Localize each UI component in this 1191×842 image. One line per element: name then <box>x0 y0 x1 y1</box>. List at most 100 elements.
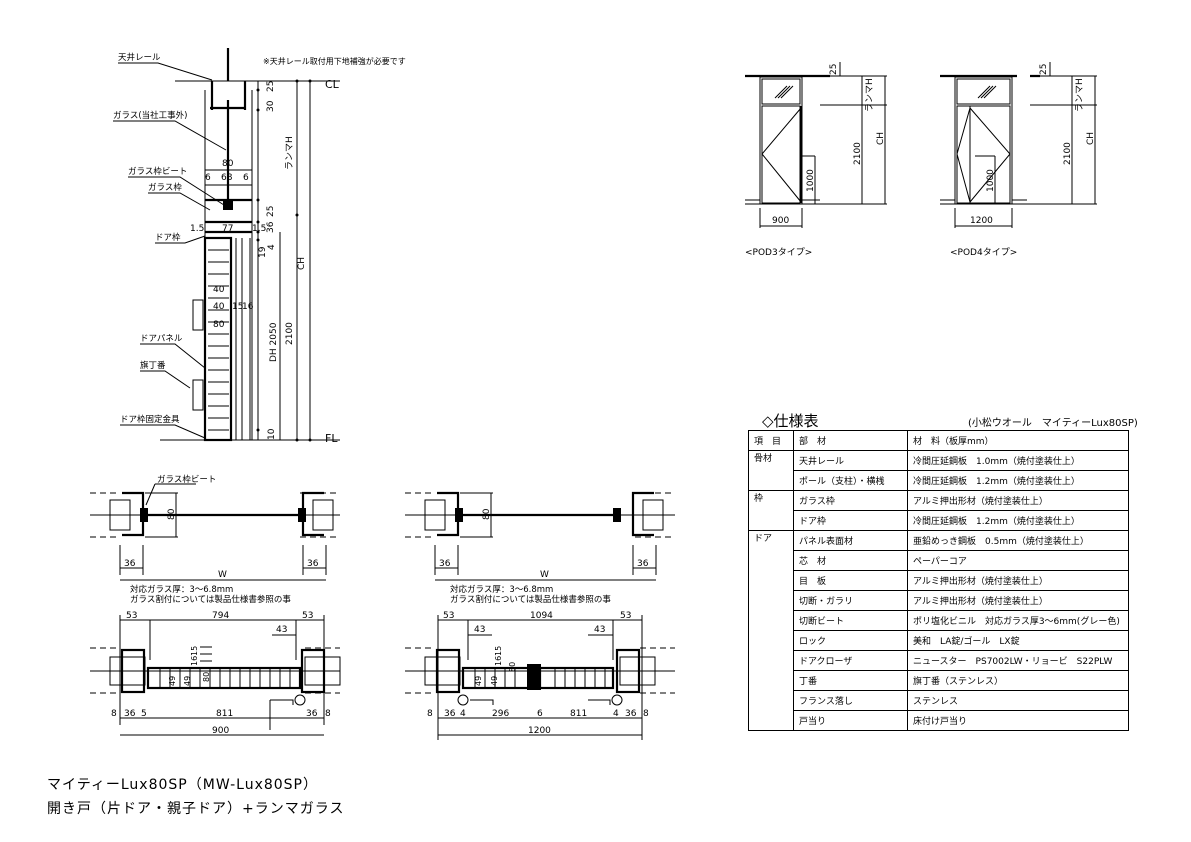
cell-material: 冷間圧延鋼板 1.2mm（焼付塗装仕上） <box>907 470 1129 491</box>
glass-layout-note: ガラス割付については製品仕様書参照の事 <box>450 594 611 605</box>
dim: 80 <box>508 662 517 672</box>
dim: 8 <box>111 709 117 719</box>
cell-material: アルミ押出形材（焼付塗装仕上） <box>907 490 1129 511</box>
dim: 16 <box>242 302 254 312</box>
plan-glass-single: ガラス枠ビート 80 36 36 W 対応ガラス厚：3～6.8mm ガラス割付に… <box>90 474 340 605</box>
dim: 49 <box>474 676 483 686</box>
cell-part: 芯 材 <box>793 550 908 571</box>
dim: 80 <box>202 672 211 682</box>
cell-part: パネル表面材 <box>793 530 908 551</box>
section-dimensions: 25 30 80 6 68 6 25 36 1.5 77 1.5 19 4 40… <box>190 81 307 440</box>
cell-material: アルミ押出形材（焼付塗装仕上） <box>907 570 1129 591</box>
dim: 811 <box>570 709 587 719</box>
dim: 15 <box>232 302 243 312</box>
dim: 4 <box>460 709 466 719</box>
dim: CH <box>1086 132 1096 145</box>
header-material: 材 料（板厚mm） <box>907 430 1129 451</box>
dim: 36 <box>637 559 649 569</box>
label-glass-frame-bead: ガラス枠ビート <box>128 166 187 177</box>
dim: 36 <box>307 559 319 569</box>
dim: 4 <box>613 709 619 719</box>
dim: 811 <box>216 709 233 719</box>
plan-glass-double: 80 36 36 W 対応ガラス厚：3～6.8mm ガラス割付については製品仕様… <box>405 491 675 605</box>
dim: 25 <box>266 206 276 217</box>
dim: 43 <box>474 625 485 635</box>
dim: 10 <box>267 428 277 440</box>
dim: ランマH <box>284 136 295 170</box>
cell-part: ポール（支柱）・横桟 <box>793 470 908 491</box>
table-row: ポール（支柱）・横桟冷間圧延鋼板 1.2mm（焼付塗装仕上） <box>749 470 1129 491</box>
table-row: ドアクローザニュースター PS7002LW・リョービ S22PLW <box>749 650 1129 671</box>
cell-part: 天井レール <box>793 450 908 471</box>
dim: 80 <box>213 320 225 330</box>
product-subtitle: 開き戸（片ドア・親子ドア）+ランマガラス <box>47 801 345 817</box>
dim: 80 <box>222 159 234 169</box>
dim: 68 <box>221 173 233 183</box>
elevation-caption: <POD4タイプ> <box>950 247 1017 258</box>
dim: 53 <box>620 611 631 621</box>
table-row: 戸当り床付け戸当り <box>749 710 1129 731</box>
dim: 40 <box>213 302 225 312</box>
vertical-section: 天井レール ガラス(当社工事外) ガラス枠ビート ガラス枠 ドア枠 ドアパネル … <box>113 48 406 445</box>
dim: 49 <box>490 676 499 686</box>
dim: 15 <box>190 646 199 656</box>
plan-door-single: 53 794 53 43 15 16 80 49 49 8 36 5 811 3… <box>90 611 341 736</box>
dim: 25 <box>829 64 839 75</box>
cell-part: 戸当り <box>793 710 908 731</box>
dim: 1.5 <box>252 224 266 234</box>
glass-layout-note: ガラス割付については製品仕様書参照の事 <box>130 594 291 605</box>
table-row: 骨材天井レール冷間圧延鋼板 1.0mm（焼付塗装仕上） <box>748 450 1129 491</box>
dim: 6 <box>243 173 249 183</box>
dim: 2100 <box>853 142 863 165</box>
dim: 8 <box>643 709 649 719</box>
dim: 53 <box>443 611 454 621</box>
dim: 77 <box>222 224 233 234</box>
dim: 15 <box>494 646 503 656</box>
glass-thickness-note: 対応ガラス厚：3～6.8mm <box>450 584 553 595</box>
cell-material: ニュースター PS7002LW・リョービ S22PLW <box>907 650 1129 671</box>
plan-door-double: 53 1094 53 43 43 15 16 80 49 49 8 36 4 2… <box>405 611 675 740</box>
label-door-frame: ドア枠 <box>155 232 181 243</box>
dim: 1200 <box>528 726 551 736</box>
table-row: 切断ビートポリ塩化ビニル 対応ガラス厚3～6mm(グレー色) <box>749 610 1129 631</box>
dim: ランマH <box>1074 78 1085 112</box>
cell-material: 亜鉛めっき鋼板 0.5mm（焼付塗装仕上） <box>907 530 1129 551</box>
table-row: 芯 材ペーパーコア <box>749 550 1129 571</box>
cell-material: 美和 LA錠/ゴール LX錠 <box>907 630 1129 651</box>
dim: 16 <box>190 656 199 666</box>
cell-material: 冷間圧延鋼板 1.0mm（焼付塗装仕上） <box>907 450 1129 471</box>
label-flag-hinge: 旗丁番 <box>140 360 166 371</box>
dim: 36 <box>306 709 318 719</box>
label-glass: ガラス(当社工事外) <box>113 110 187 121</box>
dim: 36 <box>266 221 276 233</box>
label-door-frame-fixing: ドア枠固定金具 <box>120 414 180 425</box>
cell-part: ドア枠 <box>793 510 908 531</box>
dim: 80 <box>482 508 492 520</box>
cell-part: フランス落し <box>793 690 908 711</box>
cell-category: 骨材 <box>748 450 794 491</box>
dim: 900 <box>212 726 229 736</box>
dim: 8 <box>325 709 331 719</box>
dim: 36 <box>124 709 136 719</box>
table-row: 丁番旗丁番（ステンレス） <box>749 670 1129 691</box>
table-header-row: 項 目 部 材 材 料（板厚mm） <box>748 430 1129 451</box>
dim: 794 <box>212 611 229 621</box>
dim: 296 <box>492 709 509 719</box>
spec-table: 項 目 部 材 材 料（板厚mm） 骨材天井レール冷間圧延鋼板 1.0mm（焼付… <box>748 430 1129 731</box>
cell-material: 旗丁番（ステンレス） <box>907 670 1129 691</box>
cell-part: 目 板 <box>793 570 908 591</box>
header-item: 項 目 <box>748 430 794 451</box>
dim: 8 <box>427 709 433 719</box>
label-door-panel: ドアパネル <box>140 334 183 344</box>
cell-material: 床付け戸当り <box>907 710 1129 731</box>
elevation-caption: <POD3タイプ> <box>745 247 812 258</box>
dim: 2100 <box>285 322 295 345</box>
label-glass-frame: ガラス枠 <box>148 182 182 193</box>
elevation-pod4: 25 ランマH 2100 CH 1000 1200 <POD4タイプ> <box>940 62 1097 258</box>
dim: CH <box>876 132 886 145</box>
dim: 900 <box>772 216 789 226</box>
dim: 30 <box>266 100 276 112</box>
dim: 43 <box>594 625 605 635</box>
dim: 2100 <box>1063 142 1073 165</box>
dim: 6 <box>205 173 211 183</box>
